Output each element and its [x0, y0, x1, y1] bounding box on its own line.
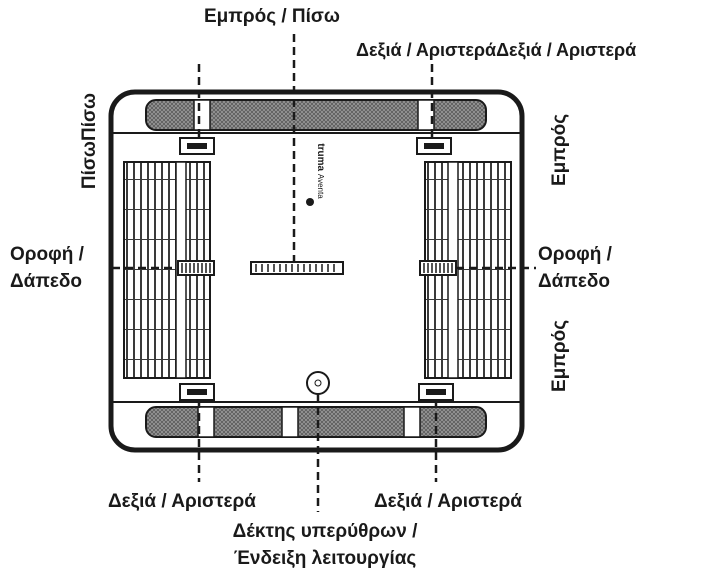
ir-receiver-led: [314, 379, 322, 387]
bottom-grille-clip-mid: [281, 406, 299, 438]
label-ceiling-floor-left-2: Δάπεδο: [10, 271, 83, 292]
label-ceiling-floor-right-1: Οροφή /: [538, 244, 612, 265]
bottom-left-flap-slider: [179, 383, 215, 401]
label-ceiling-floor-right-2: Δάπεδο: [538, 271, 611, 292]
bottom-filter-grille: [145, 406, 487, 438]
label-front-upper: Εμπρός: [549, 113, 570, 186]
label-right-left-bottom-left: Δεξιά / Αριστερά: [108, 491, 256, 512]
label-ir-receiver-1: Δέκτης υπερύθρων /: [232, 521, 418, 542]
bottom-grille-clip-left: [197, 406, 215, 438]
bottom-right-flap-slider: [418, 383, 454, 401]
top-grille-clip-left: [193, 99, 211, 131]
top-filter-grille: [145, 99, 487, 131]
label-back-back: ΠίσωΠίσω: [79, 92, 100, 190]
brand-logo-text: truma Aventa: [314, 143, 326, 199]
right-ceiling-floor-wheel: [419, 260, 457, 276]
brand-name: truma: [315, 143, 326, 172]
label-right-left-bottom-right: Δεξιά / Αριστερά: [374, 491, 522, 512]
label-right-left-top: Δεξιά / ΑριστεράΔεξιά / Αριστερά: [356, 40, 637, 60]
bottom-grille-clip-right: [403, 406, 421, 438]
top-right-flap-slider: [416, 137, 452, 155]
top-grille-clip-right: [417, 99, 435, 131]
label-ir-receiver-2: Ένδειξη λειτουργίας: [233, 548, 417, 569]
top-left-flap-slider: [179, 137, 215, 155]
center-front-back-slider: [250, 261, 344, 275]
left-ceiling-floor-wheel: [177, 260, 215, 276]
label-ceiling-floor-left-1: Οροφή /: [10, 244, 84, 265]
label-front-back: Εμπρός / Πίσω: [204, 6, 340, 27]
brand-model: Aventa: [316, 173, 325, 199]
brand-logo-icon: [306, 198, 314, 206]
label-front-lower: Εμπρός: [549, 319, 570, 392]
